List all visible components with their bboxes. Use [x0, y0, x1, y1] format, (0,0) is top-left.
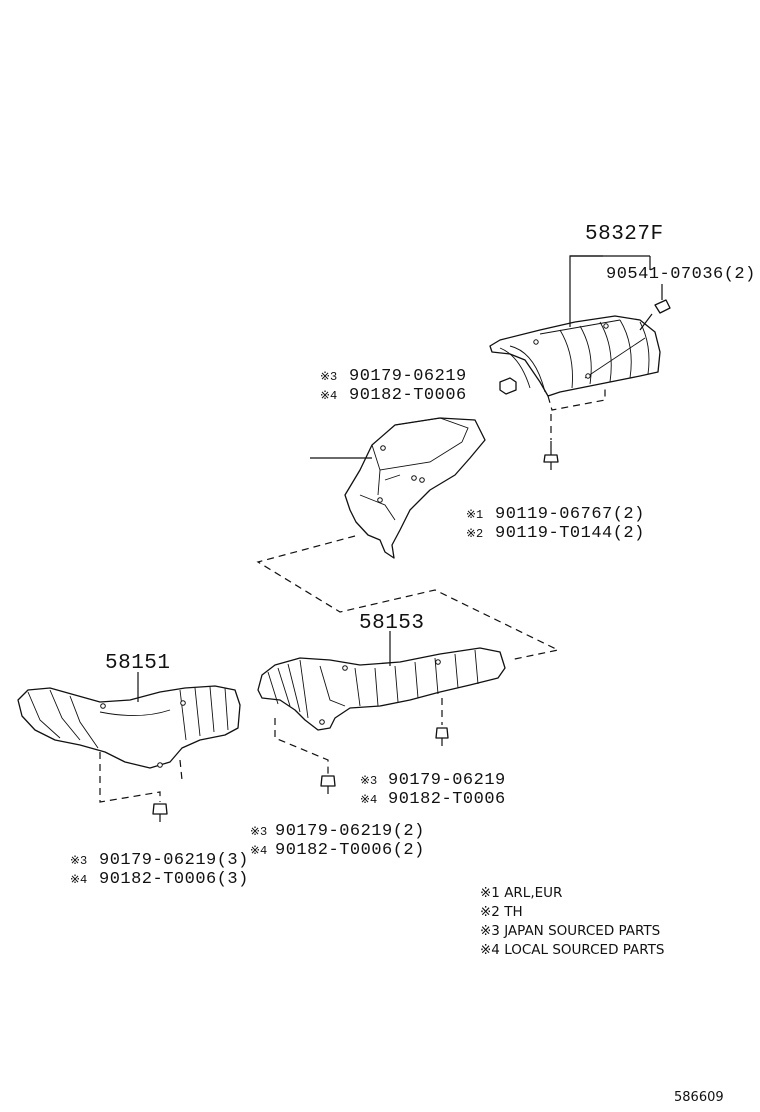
legend-item-3: ※3 JAPAN SOURCED PARTS	[480, 923, 660, 939]
mark-stud1: ※1	[466, 508, 483, 522]
heat-insulator-58151[interactable]	[17, 685, 241, 769]
mark-local-58151: ※4	[70, 873, 87, 887]
part-number-58151[interactable]: 58151	[105, 652, 171, 675]
nut-japan-58153-2[interactable]: 90179-06219(2)	[275, 822, 425, 841]
nut-local-58153-2[interactable]: 90182-T0006(2)	[275, 841, 425, 860]
mark-local-58153-2: ※4	[250, 844, 267, 858]
callout-58327f	[569, 255, 651, 327]
mark-japan-58153-2: ※3	[250, 825, 267, 839]
bolt-part-number[interactable]: 90541-07036(2)	[606, 265, 756, 284]
mark-local-58327f: ※4	[320, 389, 337, 403]
illustration-number: 586609	[674, 1090, 724, 1105]
mark-stud2: ※2	[466, 527, 483, 541]
nut-japan-58151[interactable]: 90179-06219(3)	[99, 851, 249, 870]
part-number-58327f[interactable]: 58327F	[585, 223, 664, 246]
legend: ※1 ARL,EUR ※2 TH ※3 JAPAN SOURCED PARTS …	[480, 885, 665, 958]
nut-58151-icon[interactable]	[152, 803, 168, 822]
nut-58153-left-icon[interactable]	[320, 775, 336, 794]
mark-japan-58151: ※3	[70, 854, 87, 868]
nut-90179-icon[interactable]	[499, 377, 517, 395]
legend-item-2: ※2 TH	[480, 904, 523, 920]
nut-japan-58153[interactable]: 90179-06219	[388, 771, 506, 790]
nut-local-58151[interactable]: 90182-T0006(3)	[99, 870, 249, 889]
mark-japan-58153: ※3	[360, 774, 377, 788]
nut-local-58153[interactable]: 90182-T0006	[388, 790, 506, 809]
stud-bolt-2[interactable]: 90119-T0144(2)	[495, 524, 645, 543]
nut-local-58327f[interactable]: 90182-T0006	[349, 386, 467, 405]
stud-bolt-1[interactable]: 90119-06767(2)	[495, 505, 645, 524]
heat-insulator-58153[interactable]	[257, 647, 506, 731]
nut-58153-right-icon[interactable]	[435, 727, 449, 746]
legend-item-4: ※4 LOCAL SOURCED PARTS	[480, 942, 665, 958]
heat-insulator-58327f[interactable]	[489, 315, 661, 397]
bolt-90541-icon[interactable]	[639, 299, 671, 331]
legend-item-1: ※1 ARL,EUR	[480, 885, 562, 901]
exhaust-bracket-reference[interactable]	[344, 417, 486, 559]
mark-japan-58327f: ※3	[320, 370, 337, 384]
part-number-58153[interactable]: 58153	[359, 612, 425, 635]
mark-local-58153: ※4	[360, 793, 377, 807]
nut-japan-58327f[interactable]: 90179-06219	[349, 367, 467, 386]
stud-bolt-icon[interactable]	[543, 441, 559, 470]
